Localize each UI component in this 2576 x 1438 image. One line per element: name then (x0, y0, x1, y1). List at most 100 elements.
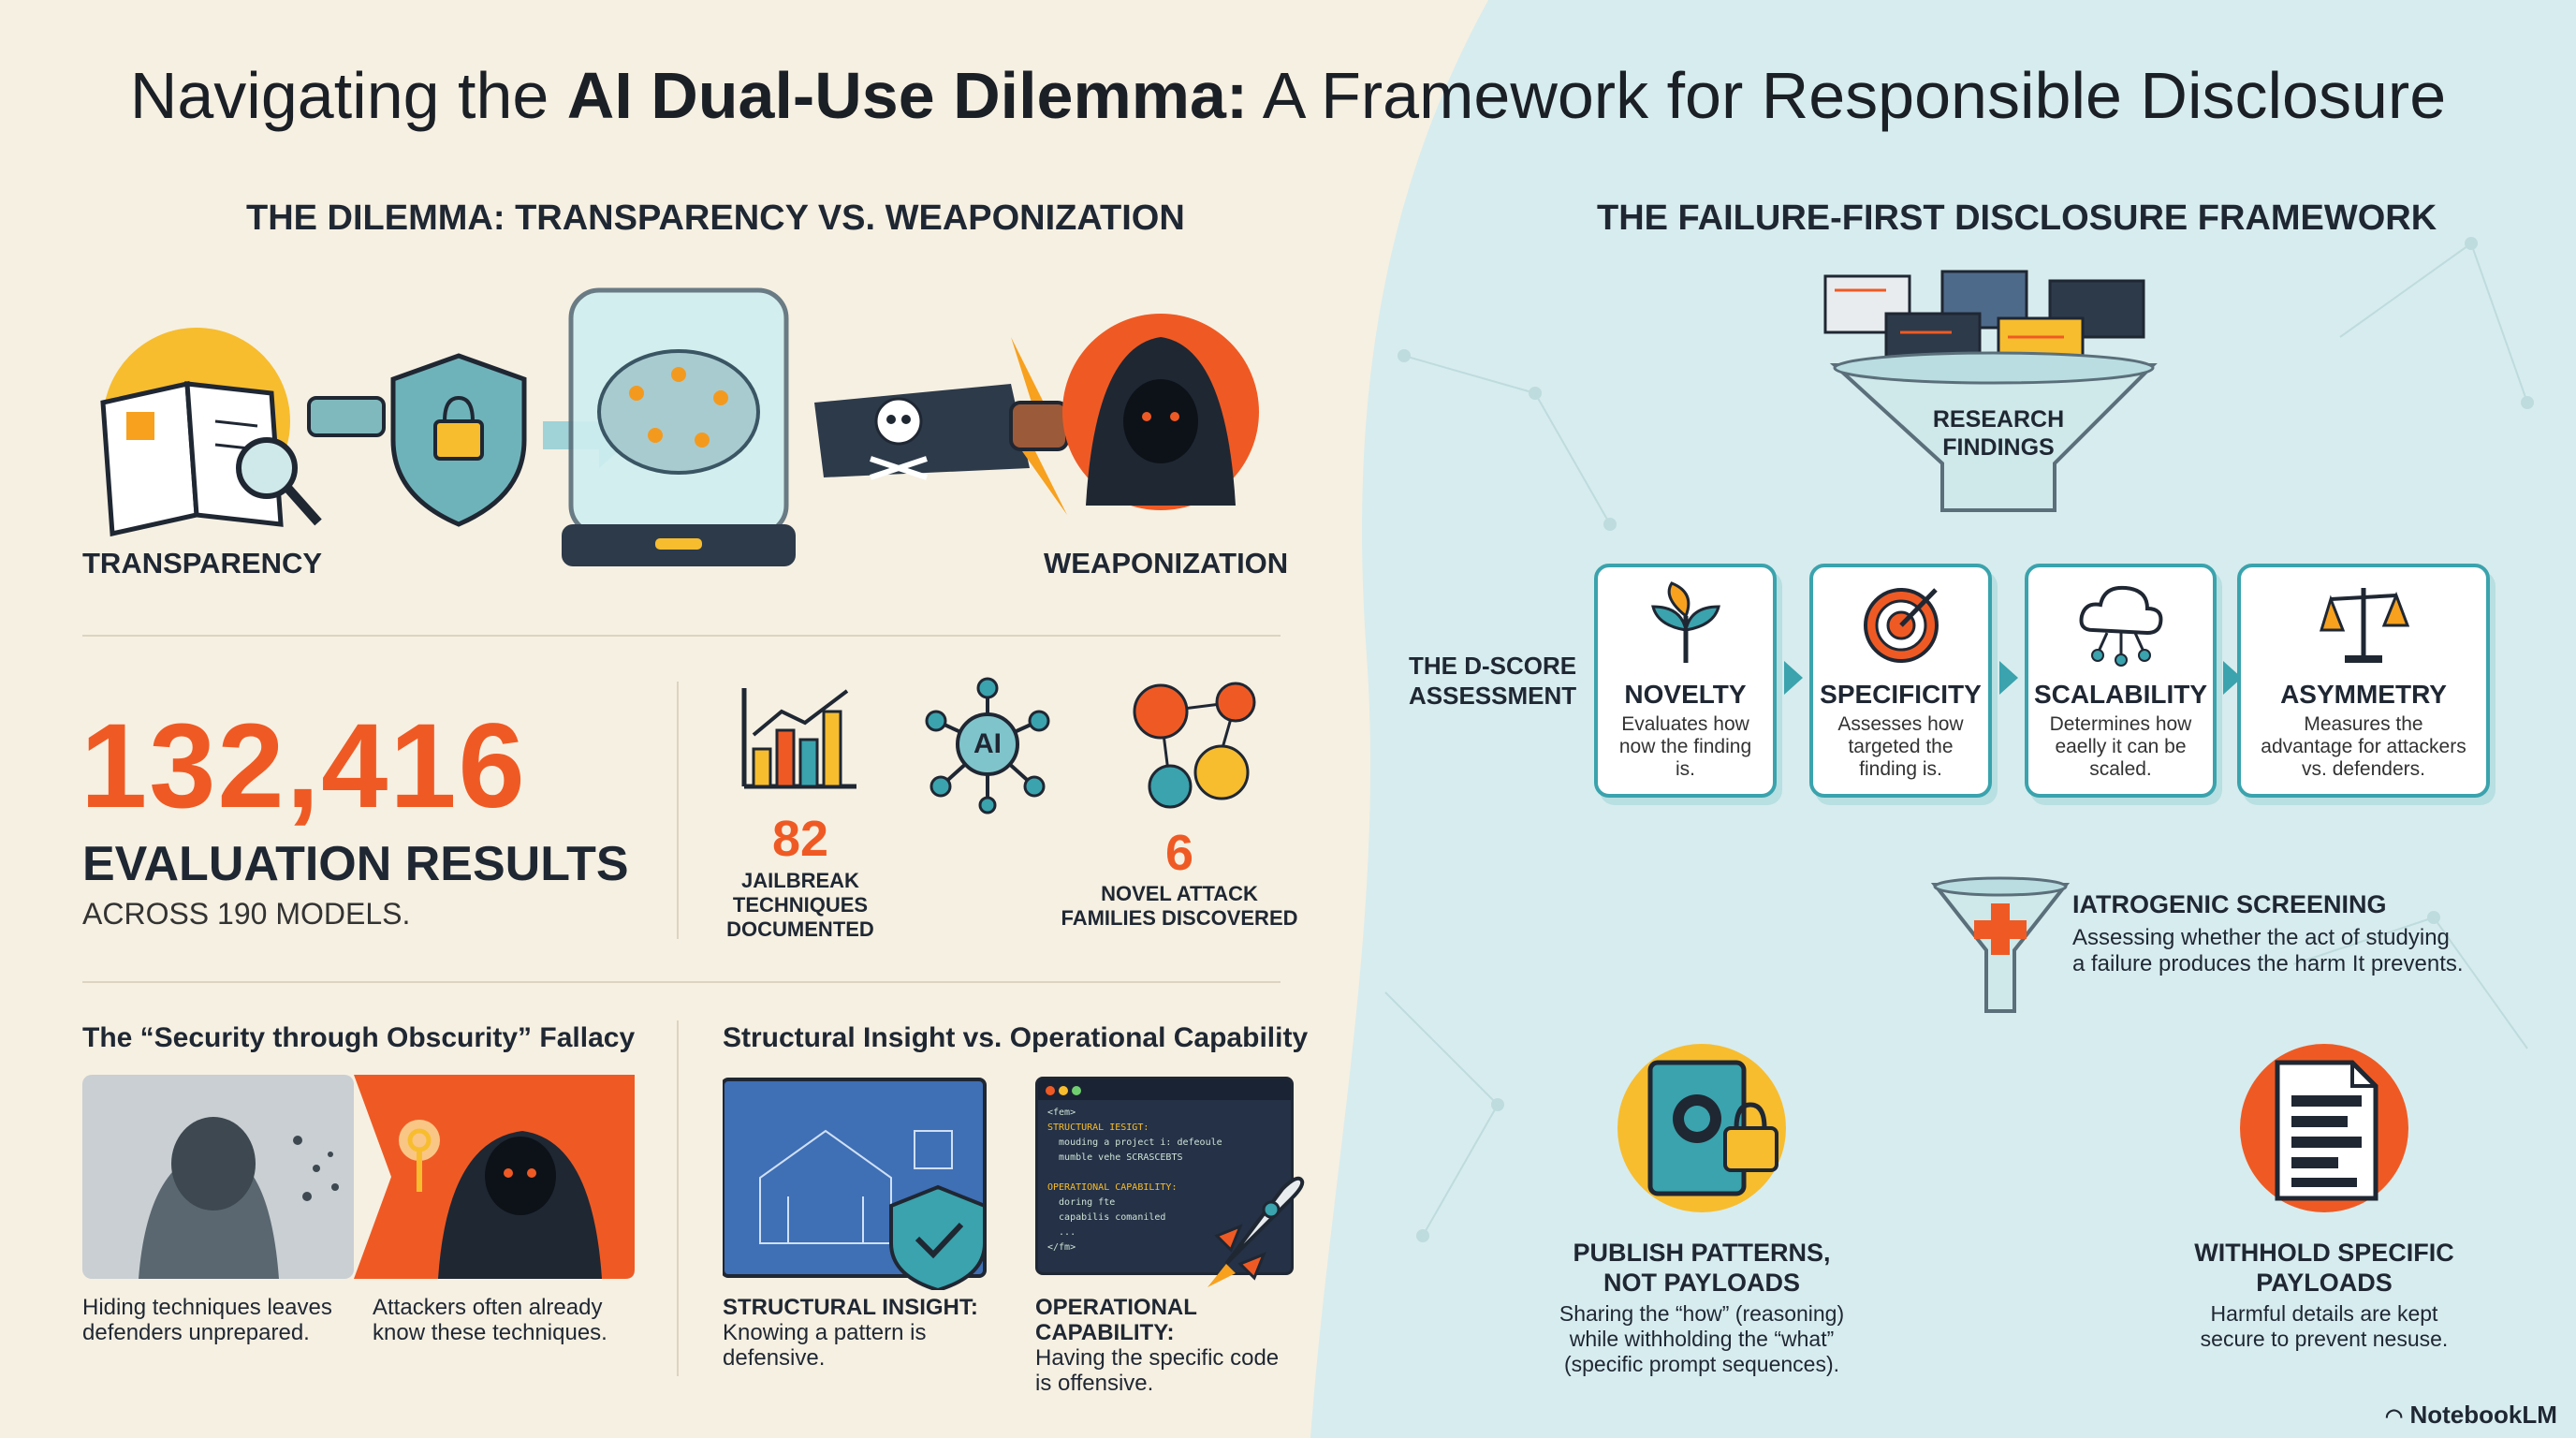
blueprint-shield-icon (723, 1078, 987, 1290)
dscore-label: THE D-SCORE ASSESSMENT (1409, 651, 1576, 711)
structural-caption-right-2: Having the specific code (1035, 1345, 1280, 1371)
divider (677, 1020, 679, 1376)
fallacy-caption-right-1: Attackers often already (373, 1295, 603, 1320)
evaluation-label: EVALUATION RESULTS (82, 837, 629, 891)
skull-icon (870, 397, 928, 480)
code-line: doring fte (1047, 1197, 1116, 1208)
publish-title-1: PUBLISH PATTERNS, (1573, 1239, 1831, 1267)
publish-title: PUBLISH PATTERNS, NOT PAYLOADS (1515, 1238, 1889, 1298)
dscore-label-1: THE D-SCORE (1409, 652, 1577, 680)
code-line: mumble vehe SCRASCEBTS (1047, 1152, 1183, 1163)
fallacy-caption-right-2: know these techniques. (373, 1320, 607, 1345)
structural-caption-right-3: is offensive. (1035, 1371, 1154, 1396)
publish-desc-1: Sharing the “how” (reasoning) (1559, 1301, 1845, 1326)
attack-family-caption-1: NOVEL ATTACK (1101, 882, 1258, 905)
attacker-key-icon (399, 1120, 602, 1279)
virus-cluster-icon (1133, 682, 1256, 809)
card-asymmetry-desc-3: vs. defenders. (2302, 758, 2425, 780)
withhold-desc-2: secure to prevent nesuse. (2200, 1327, 2449, 1351)
code-line: STRUCTURAL IESIGT: (1047, 1123, 1149, 1133)
iatrogenic-desc: Assessing whether the act of studying a … (2072, 925, 2464, 977)
ai-network-icon (925, 677, 1050, 814)
card-scalability-title: SCALABILITY (2033, 680, 2208, 709)
divider (677, 682, 679, 939)
jailbreak-caption-2: TECHNIQUES (732, 893, 869, 917)
fallacy-caption-left-1: Hiding techniques leaves (82, 1295, 332, 1320)
code-line: mouding a project i: defeoule (1047, 1137, 1222, 1148)
fallacy-caption-right: Attackers often already know these techn… (373, 1295, 653, 1345)
structural-caption-left: STRUCTURAL INSIGHT: Knowing a pattern is… (723, 1295, 1003, 1371)
code-line: ... (1047, 1227, 1076, 1238)
models-label: ACROSS 190 MODELS. (82, 897, 411, 931)
attack-family-caption-2: FAMILIES DISCOVERED (1061, 906, 1298, 930)
attack-family-count: 6 (1164, 825, 1194, 881)
publish-desc-3: (specific prompt sequences). (1563, 1352, 1839, 1376)
book-icon (100, 328, 290, 537)
framework-heading: THE FAILURE-FIRST DISCLOSURE FRAMEWORK (1597, 198, 2437, 238)
structural-caption-right-1: OPERATIONAL CAPABILITY: (1035, 1295, 1197, 1345)
jailbreak-caption-3: DOCUMENTED (726, 917, 874, 941)
funnel-label-1: RESEARCH (1932, 406, 2065, 433)
title-bold: AI Dual-Use Dilemma: (566, 59, 1249, 132)
card-scalability-desc-3: scaled. (2089, 758, 2152, 780)
card-asymmetry-desc-1: Measures the (2304, 713, 2423, 735)
code-line: </fm> (1047, 1242, 1076, 1253)
ai-chip-label: AI (973, 728, 1002, 759)
card-scalability-desc-2: eaelly it can be (2055, 736, 2187, 757)
hooded-attacker-icon (1062, 314, 1259, 510)
dscore-label-2: ASSESSMENT (1409, 682, 1577, 710)
research-funnel-icon (1823, 270, 2158, 512)
attack-family-caption: NOVEL ATTACK FAMILIES DISCOVERED (1048, 882, 1310, 931)
fallacy-caption-left-2: defenders unprepared. (82, 1320, 310, 1345)
card-specificity-title: SPECIFICITY (1820, 680, 1982, 709)
funnel-label: RESEARCH FINDINGS (1910, 405, 2087, 462)
card-novelty-desc-1: Evaluates how (1621, 713, 1749, 735)
withhold-title-2: PAYLOADS (2256, 1269, 2393, 1297)
card-asymmetry-title: ASYMMETRY (2280, 680, 2447, 709)
notebooklm-logo: ◠ NotebookLM (2385, 1401, 2557, 1430)
iatrogenic-desc-1: Assessing whether the act of studying (2072, 925, 2450, 950)
weaponization-label: WEAPONIZATION (1044, 547, 1289, 580)
structural-caption-left-1: STRUCTURAL INSIGHT: (723, 1295, 978, 1320)
code-window-titlebar (1038, 1079, 1291, 1100)
arrow-icon (1999, 661, 2018, 695)
code-line: capabilis comaniled (1047, 1212, 1166, 1223)
fading-figure-icon (139, 1117, 339, 1279)
code-line: <fem> (1047, 1108, 1076, 1118)
dilemma-illustration (100, 287, 1259, 566)
bar-chart-icon (741, 688, 856, 789)
medical-funnel-icon (1930, 876, 2071, 1013)
jailbreak-caption: JAILBREAK TECHNIQUES DOCUMENTED (707, 869, 894, 942)
title-post: A Framework for Responsible Disclosure (1248, 59, 2447, 132)
brand-label: NotebookLM (2409, 1401, 2557, 1429)
iatrogenic-desc-2: a failure produces the harm It prevents. (2072, 951, 2464, 976)
publish-desc: Sharing the “how” (reasoning) while with… (1515, 1301, 1889, 1377)
evaluation-count: 132,416 (80, 699, 527, 833)
notebooklm-icon: ◠ (2385, 1404, 2404, 1428)
divider (82, 635, 1281, 637)
funnel-label-2: FINDINGS (1942, 434, 2055, 461)
card-specificity-desc-3: finding is. (1859, 758, 1942, 780)
transparency-label: TRANSPARENCY (82, 547, 323, 580)
card-specificity-desc-2: targeted the (1848, 736, 1954, 757)
withhold-title: WITHHOLD SPECIFIC PAYLOADS (2137, 1238, 2511, 1298)
sprout-icon (1650, 581, 1720, 663)
publish-desc-2: while withholding the “what” (1569, 1327, 1835, 1351)
code-line: OPERATIONAL CAPABILITY: (1047, 1182, 1178, 1193)
jailbreak-caption-1: JAILBREAK (741, 869, 859, 892)
glass-case-brain-icon (562, 287, 796, 566)
hand-right (1009, 401, 1069, 451)
locked-book-icon (1617, 1044, 1786, 1212)
rocket-icon (1208, 1176, 1305, 1287)
structural-caption-right: OPERATIONAL CAPABILITY: Having the speci… (1035, 1295, 1335, 1396)
card-specificity-desc-1: Assesses how (1837, 713, 1964, 735)
scales-icon (2319, 588, 2410, 663)
cloud-network-icon (2079, 585, 2162, 667)
